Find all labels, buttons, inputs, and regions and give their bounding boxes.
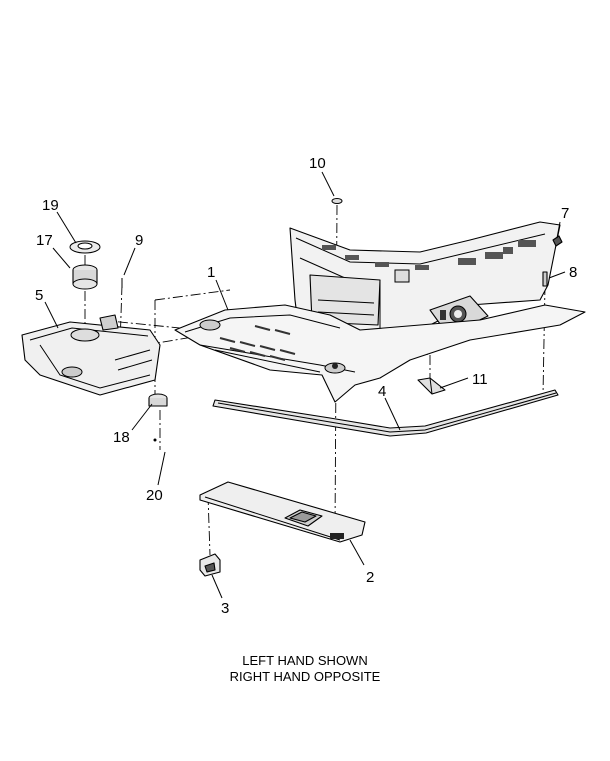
bushing	[148, 393, 168, 407]
callout-20: 20	[146, 487, 163, 504]
clip-bracket	[417, 377, 446, 395]
grommet	[72, 264, 98, 290]
callout-10: 10	[309, 155, 326, 172]
caption-line-1: LEFT HAND SHOWN	[242, 653, 368, 668]
callout-3: 3	[221, 600, 229, 617]
callout-9: 9	[135, 232, 143, 249]
retainer-clip	[199, 553, 221, 577]
callout-1: 1	[207, 264, 215, 281]
storage-bin	[21, 314, 161, 396]
fasteners	[121, 198, 563, 442]
leader-lines	[44, 171, 566, 599]
sill-trim-strip	[212, 389, 559, 437]
floor-cover-panel	[199, 481, 366, 543]
callout-5: 5	[35, 287, 43, 304]
callout-8: 8	[569, 264, 577, 281]
callout-7: 7	[561, 205, 569, 222]
callout-11: 11	[472, 371, 488, 388]
callout-17: 17	[36, 232, 53, 249]
rear-trim-panel	[174, 221, 586, 403]
callout-19: 19	[42, 197, 59, 214]
caption-line-2: RIGHT HAND OPPOSITE	[229, 669, 381, 684]
cap	[69, 240, 101, 254]
diagram-caption: LEFT HAND SHOWN RIGHT HAND OPPOSITE	[0, 653, 610, 685]
callout-4: 4	[378, 383, 386, 400]
callout-labels: 1 2 3 4 5 7 8 9 10 11 17 18 19 20	[35, 155, 577, 617]
callout-18: 18	[113, 429, 130, 446]
callout-2: 2	[366, 569, 374, 586]
